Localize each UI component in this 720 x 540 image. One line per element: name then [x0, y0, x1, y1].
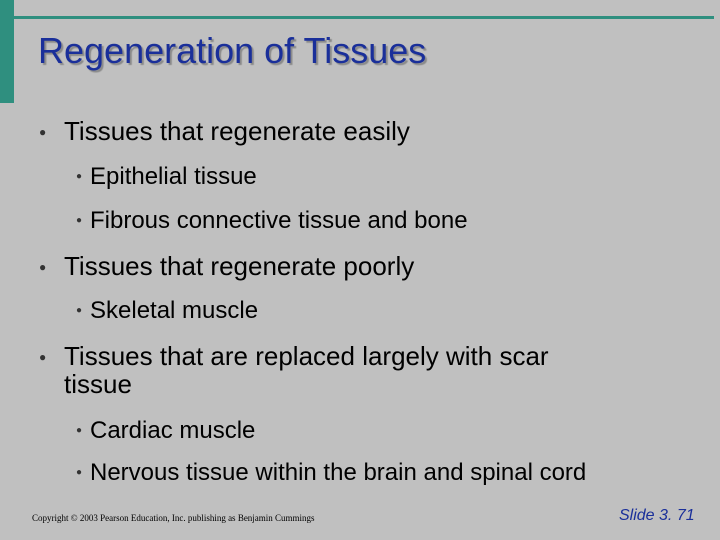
bullet-dot-icon: ●	[76, 467, 83, 478]
bullet-regenerate-poorly: ● Tissues that regenerate poorly	[39, 251, 415, 282]
sub-bullet-fibrous: ● Fibrous connective tissue and bone	[76, 207, 468, 235]
sub-bullet-cardiac: ● Cardiac muscle	[76, 417, 256, 445]
bullet-text: tissue	[64, 369, 132, 399]
bullet-text: Tissues that are replaced largely with s…	[64, 341, 549, 371]
bullet-scar-tissue: ● Tissues that are replaced largely with…	[39, 341, 549, 372]
slide-number: Slide 3. 71	[619, 507, 695, 524]
bullet-dot-icon: ●	[76, 305, 83, 316]
bullet-dot-icon: ●	[76, 171, 83, 182]
accent-line	[14, 16, 714, 19]
bullet-text: Skeletal muscle	[90, 297, 259, 324]
bullet-scar-tissue-continued: tissue	[64, 369, 132, 400]
bullet-text: Tissues that regenerate poorly	[64, 251, 415, 281]
sub-bullet-skeletal: ● Skeletal muscle	[76, 297, 259, 325]
slide-title: Regeneration of Tissues	[38, 30, 427, 71]
bullet-text: Epithelial tissue	[90, 163, 257, 190]
bullet-text: Nervous tissue within the brain and spin…	[90, 459, 587, 486]
bullet-dot-icon: ●	[76, 425, 83, 436]
bullet-text: Fibrous connective tissue and bone	[90, 207, 468, 234]
bullet-dot-icon: ●	[76, 215, 83, 226]
bullet-text: Tissues that regenerate easily	[64, 116, 410, 146]
accent-bar	[0, 0, 14, 103]
sub-bullet-nervous: ● Nervous tissue within the brain and sp…	[76, 459, 587, 487]
sub-bullet-epithelial: ● Epithelial tissue	[76, 163, 257, 191]
bullet-regenerate-easily: ● Tissues that regenerate easily	[39, 116, 410, 147]
bullet-dot-icon: ●	[39, 125, 47, 139]
copyright-text: Copyright © 2003 Pearson Education, Inc.…	[32, 513, 315, 523]
bullet-dot-icon: ●	[39, 260, 47, 274]
bullet-dot-icon: ●	[39, 350, 47, 364]
bullet-text: Cardiac muscle	[90, 417, 256, 444]
